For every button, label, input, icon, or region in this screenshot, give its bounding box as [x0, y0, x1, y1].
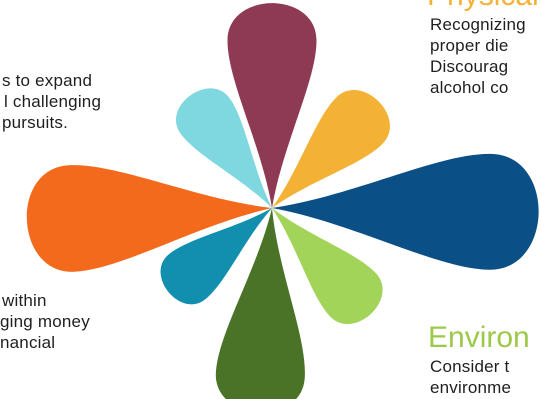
- financial-description: within ging money nancial: [0, 290, 90, 353]
- physical-line: Recognizing: [430, 15, 526, 34]
- physical-line: Discourag: [430, 57, 509, 76]
- petal-navy: [272, 153, 539, 270]
- intellectual-line: pursuits.: [2, 113, 69, 132]
- environmental-line: Consider t: [430, 357, 510, 376]
- petal-orange: [26, 165, 272, 272]
- intellectual-line: l challenging: [4, 92, 102, 111]
- petal-light-green: [272, 208, 383, 324]
- environmental-description: Consider t environme: [430, 356, 511, 398]
- physical-heading: Physical: [427, 0, 539, 12]
- financial-line: within: [2, 291, 47, 310]
- petal-dark-green: [215, 208, 305, 399]
- environmental-heading: Environ: [428, 321, 530, 354]
- financial-line: ging money: [0, 312, 90, 331]
- financial-line: nancial: [0, 333, 56, 352]
- physical-line: alcohol co: [430, 78, 509, 97]
- physical-description: Recognizing proper die Discourag alcohol…: [430, 14, 526, 98]
- petal-yellow: [272, 90, 390, 208]
- intellectual-line: s to expand: [2, 71, 93, 90]
- petal-teal: [160, 208, 272, 305]
- petal-maroon: [227, 3, 317, 208]
- environmental-line: environme: [430, 378, 512, 397]
- intellectual-description: s to expand l challenging pursuits.: [0, 70, 101, 133]
- physical-line: proper die: [430, 36, 509, 55]
- petal-light-cyan: [176, 88, 272, 208]
